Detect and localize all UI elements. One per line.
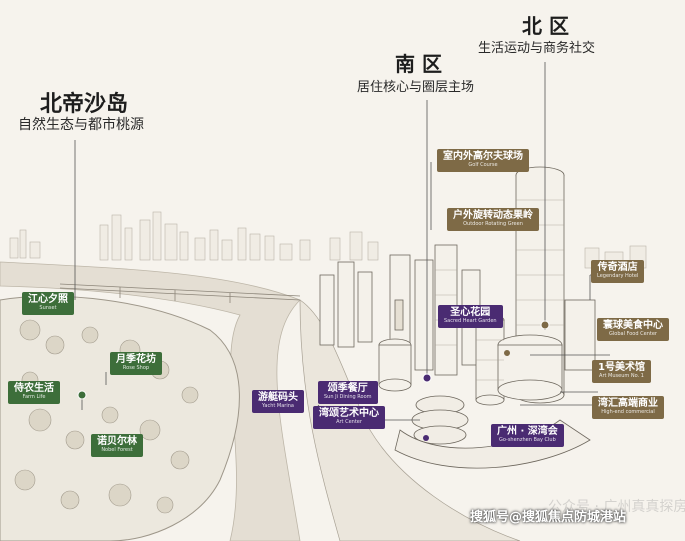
zone-subtitle-north-island: 自然生态与都市桃源: [18, 117, 144, 133]
tag-sublabel: High-end commercial: [601, 409, 655, 415]
tag-commerce: 湾汇高端商业 High-end commercial: [592, 396, 664, 419]
zone-subtitle-south: 居住核心与圈层主场: [357, 80, 475, 95]
location-markers: [77, 320, 550, 441]
tag-sublabel: Farm Life: [22, 394, 46, 400]
tag-sublabel: Go-shenzhen Bay Club: [499, 437, 556, 443]
tag-sublabel: Sunset: [39, 305, 57, 311]
tag-label: 诺贝尔林: [97, 436, 137, 447]
tower-floor-lines: [435, 199, 564, 381]
bridge: [59, 283, 301, 303]
tag-label: 圣心花园: [450, 307, 491, 318]
tag-sublabel: Global Food Center: [609, 331, 657, 337]
tag-golf-course: 室内外高尔夫球场 Golf Course: [437, 149, 529, 172]
tag-sublabel: Legendary Hotel: [597, 273, 639, 279]
tag-label: 湾汇高端商业: [598, 398, 658, 409]
tag-label: 寰球美食中心: [603, 320, 663, 331]
island-trees: [14, 319, 199, 514]
tag-nobel-forest: 诺贝尔林 Nobel Forest: [91, 434, 143, 457]
tag-label: 侍农生活: [14, 383, 54, 394]
tag-sublabel: Yacht Marina: [262, 403, 294, 409]
tag-label: 颂季餐厅: [327, 383, 368, 394]
tag-label: 江心夕照: [28, 294, 68, 305]
tag-sun-ji-dining: 颂季餐厅 Sun Ji Dining Room: [318, 381, 378, 404]
tag-farm-life: 侍农生活 Farm Life: [8, 381, 60, 404]
tag-label: 传奇酒店: [597, 262, 638, 273]
tag-art-museum: 1号美术馆 Art Museum No. 1: [592, 360, 651, 383]
zone-title-north: 北 区: [522, 14, 569, 38]
tag-sublabel: Art Museum No. 1: [599, 373, 644, 379]
tag-art-center: 湾颂艺术中心 Art Center: [313, 406, 385, 429]
watermark-text: 搜狐号@搜狐焦点防城港站: [470, 510, 627, 525]
distant-skyline: [9, 211, 647, 269]
zone-title-north-island: 北帝沙岛: [40, 91, 129, 117]
island: [0, 295, 240, 541]
faint-watermark: 公众号 · 广州真真探房: [548, 499, 685, 515]
tag-label: 广州 · 深湾会: [497, 426, 558, 437]
development-towers: [319, 166, 596, 406]
tag-sunset: 江心夕照 Sunset: [22, 292, 74, 315]
tag-legendary-hotel: 传奇酒店 Legendary Hotel: [591, 260, 645, 283]
tag-sublabel: Golf Course: [468, 162, 498, 168]
tag-sublabel: Rose Shop: [122, 365, 150, 371]
tag-rotating-green: 户外旋转动态果岭 Outdoor Rotating Green: [447, 208, 539, 231]
tag-yacht-marina: 游艇码头 Yacht Marina: [252, 390, 304, 413]
tag-rose-shop: 月季花坊 Rose Shop: [110, 352, 162, 375]
tag-label: 1号美术馆: [598, 362, 645, 373]
right-bank: [299, 299, 521, 541]
tag-sublabel: Outdoor Rotating Green: [463, 221, 523, 227]
tag-sublabel: Sun Ji Dining Room: [324, 394, 372, 400]
tag-sublabel: Art Center: [336, 419, 362, 425]
tag-label: 户外旋转动态果岭: [453, 210, 533, 221]
tag-label: 室内外高尔夫球场: [443, 151, 523, 162]
tag-bay-club: 广州 · 深湾会 Go-shenzhen Bay Club: [491, 424, 564, 447]
tag-label: 月季花坊: [116, 354, 156, 365]
tag-label: 湾颂艺术中心: [319, 408, 379, 419]
tag-sublabel: Nobel Forest: [101, 447, 133, 453]
zone-title-south: 南 区: [395, 52, 442, 76]
tag-sublabel: Sacred Heart Garden: [444, 318, 497, 324]
zone-subtitle-north: 生活运动与商务社交: [478, 41, 596, 56]
tag-label: 游艇码头: [258, 392, 298, 403]
tag-heart-garden: 圣心花园 Sacred Heart Garden: [438, 305, 503, 328]
tag-food-center: 寰球美食中心 Global Food Center: [597, 318, 669, 341]
